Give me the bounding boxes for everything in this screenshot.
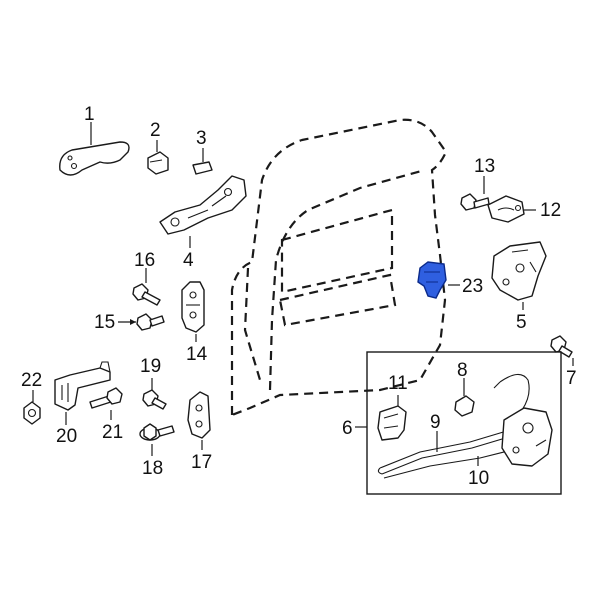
part-12-striker[interactable]: 12 xyxy=(487,195,561,223)
part-8-clip[interactable]: 8 xyxy=(454,360,475,417)
part-13-screw[interactable]: 13 xyxy=(460,156,495,211)
callout-12: 12 xyxy=(540,200,561,221)
callout-15: 15 xyxy=(94,312,115,333)
part-19-bolt[interactable]: 19 xyxy=(140,356,167,410)
callout-8: 8 xyxy=(457,360,468,381)
callout-3: 3 xyxy=(196,128,207,149)
callout-20: 20 xyxy=(56,426,77,447)
door-outline xyxy=(230,118,448,417)
part-5-lock-actuator[interactable]: 5 xyxy=(491,241,547,333)
part-22-nut[interactable]: 22 xyxy=(21,370,42,425)
callout-6: 6 xyxy=(342,418,353,439)
callout-11: 11 xyxy=(388,373,408,394)
part-21-bolt[interactable]: 21 xyxy=(89,387,123,443)
part-7-screw[interactable]: 7 xyxy=(550,335,577,389)
part-4-handle-bracket[interactable]: 4 xyxy=(159,175,247,271)
part-23-sensor-highlighted[interactable]: 23 xyxy=(417,261,483,299)
part-18-bolt[interactable]: 18 xyxy=(139,423,175,479)
part-2-handle-cap[interactable]: 2 xyxy=(147,120,169,175)
callout-10: 10 xyxy=(468,468,489,489)
part-16-bolt[interactable]: 16 xyxy=(132,250,161,306)
part-17-hinge[interactable]: 17 xyxy=(187,391,212,473)
callout-1: 1 xyxy=(84,104,95,125)
callout-2: 2 xyxy=(150,120,161,141)
callout-5: 5 xyxy=(516,312,527,333)
callout-23: 23 xyxy=(462,276,483,297)
group-6-latch-assembly[interactable]: 6 xyxy=(342,351,562,495)
callout-16: 16 xyxy=(134,250,155,271)
callout-18: 18 xyxy=(142,458,163,479)
part-11-latch-part[interactable]: 11 xyxy=(377,373,408,441)
part-15-bolt[interactable]: 15 xyxy=(94,312,165,333)
callout-4: 4 xyxy=(183,250,194,271)
part-1-outside-handle[interactable]: 1 xyxy=(59,104,130,176)
part-3-gasket[interactable]: 3 xyxy=(192,128,213,175)
part-10-latch-and-cable[interactable]: 10 xyxy=(383,407,553,489)
part-20-door-check[interactable]: 20 xyxy=(54,361,111,447)
callout-9: 9 xyxy=(430,412,441,433)
callout-14: 14 xyxy=(186,344,208,365)
callout-22: 22 xyxy=(21,370,42,391)
callout-13: 13 xyxy=(474,156,495,177)
callout-7: 7 xyxy=(566,368,577,389)
callout-19: 19 xyxy=(140,356,161,377)
callout-21: 21 xyxy=(102,422,123,443)
callout-17: 17 xyxy=(191,452,212,473)
part-14-hinge[interactable]: 14 xyxy=(181,281,208,365)
